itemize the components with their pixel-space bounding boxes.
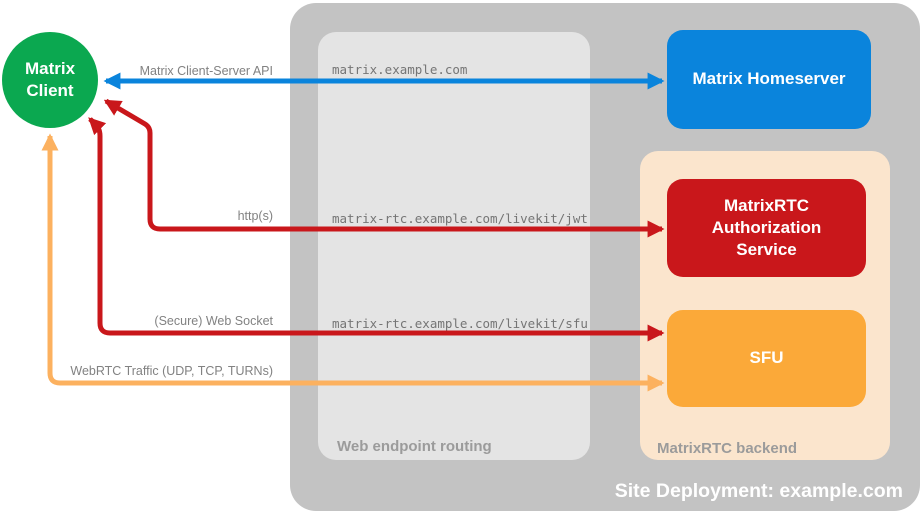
matrix-homeserver-label: Matrix Homeserver [692, 69, 846, 89]
matrixrtc-backend-label: MatrixRTC backend [657, 440, 798, 457]
https-label: http(s) [237, 209, 273, 223]
client-server-api-label: Matrix Client-Server API [139, 64, 273, 78]
sfu-node: SFU [667, 310, 866, 407]
matrix-client-node: Matrix Client [2, 32, 98, 128]
endpoint-url-jwt: matrix-rtc.example.com/livekit/jwt [332, 211, 588, 226]
webrtc-traffic-label: WebRTC Traffic (UDP, TCP, TURNs) [70, 364, 273, 378]
matrix-client-label: Matrix Client [24, 58, 76, 100]
web-endpoint-routing-container [318, 32, 590, 460]
matrixrtc-authorization-service-label: MatrixRTC Authorization Service [711, 195, 822, 260]
sfu-label: SFU [749, 348, 784, 368]
endpoint-url-homeserver: matrix.example.com [332, 62, 468, 77]
site-deployment-label: Site Deployment: example.com [614, 480, 903, 502]
endpoint-url-sfu: matrix-rtc.example.com/livekit/sfu [332, 316, 588, 331]
web-endpoint-routing-label: Web endpoint routing [337, 438, 492, 455]
web-socket-label: (Secure) Web Socket [154, 314, 273, 328]
matrixrtc-authorization-service-node: MatrixRTC Authorization Service [667, 179, 866, 277]
matrix-homeserver-node: Matrix Homeserver [667, 30, 871, 129]
